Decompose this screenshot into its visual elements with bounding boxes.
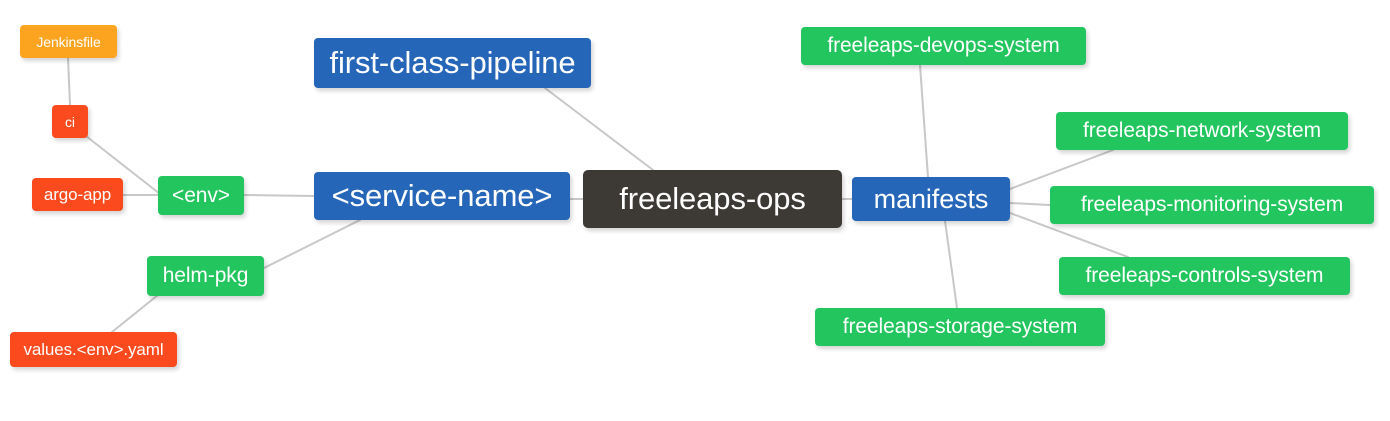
mindmap-node-env[interactable]: <env> <box>158 176 244 215</box>
mindmap-node-freeleaps-ops[interactable]: freeleaps-ops <box>583 170 842 228</box>
mindmap-node-helm-pkg[interactable]: helm-pkg <box>147 256 264 296</box>
edge-jenkinsfile-to-ci <box>67 57 71 106</box>
mindmap-node-manifests[interactable]: manifests <box>852 177 1010 221</box>
node-label: <service-name> <box>331 178 553 213</box>
edge-manifests-to-monitoring-system <box>1009 202 1051 206</box>
edge-manifests-to-network-system <box>1009 149 1114 190</box>
node-label: manifests <box>873 183 989 214</box>
node-label: <env> <box>172 183 230 207</box>
node-label: freeleaps-controls-system <box>1085 264 1324 287</box>
edge-env-to-service-name <box>243 194 315 197</box>
node-label: freeleaps-storage-system <box>842 315 1078 338</box>
mindmap-node-values-yaml[interactable]: values.<env>.yaml <box>10 332 177 367</box>
node-label: freeleaps-ops <box>619 181 806 216</box>
mindmap-node-network-system[interactable]: freeleaps-network-system <box>1056 112 1348 150</box>
node-label: ci <box>65 113 75 130</box>
node-label: first-class-pipeline <box>329 45 576 80</box>
edge-manifests-to-devops-system <box>919 64 929 178</box>
mindmap-node-argo-app[interactable]: argo-app <box>32 178 123 211</box>
edge-service-name-to-helm-pkg <box>263 219 361 269</box>
mindmap-node-monitoring-system[interactable]: freeleaps-monitoring-system <box>1050 186 1374 224</box>
edge-first-class-pipeline-to-freeleaps-ops <box>544 87 654 171</box>
mindmap-node-controls-system[interactable]: freeleaps-controls-system <box>1059 257 1350 295</box>
node-label: helm-pkg <box>162 264 249 287</box>
node-label: freeleaps-network-system <box>1082 119 1321 142</box>
node-label: freeleaps-devops-system <box>827 34 1060 57</box>
edge-helm-pkg-to-values-yaml <box>111 294 159 333</box>
mindmap-node-devops-system[interactable]: freeleaps-devops-system <box>801 27 1086 65</box>
node-label: values.<env>.yaml <box>23 339 164 359</box>
node-label: freeleaps-monitoring-system <box>1080 193 1344 216</box>
mindmap-node-jenkinsfile[interactable]: Jenkinsfile <box>20 25 117 58</box>
mindmap-node-first-class-pipeline[interactable]: first-class-pipeline <box>314 38 591 88</box>
mindmap-node-storage-system[interactable]: freeleaps-storage-system <box>815 308 1105 346</box>
node-label: argo-app <box>43 184 112 204</box>
node-label: Jenkinsfile <box>36 33 101 50</box>
edge-manifests-to-storage-system <box>944 220 958 309</box>
mindmap-node-service-name[interactable]: <service-name> <box>314 172 570 220</box>
mindmap-node-ci[interactable]: ci <box>52 105 88 138</box>
